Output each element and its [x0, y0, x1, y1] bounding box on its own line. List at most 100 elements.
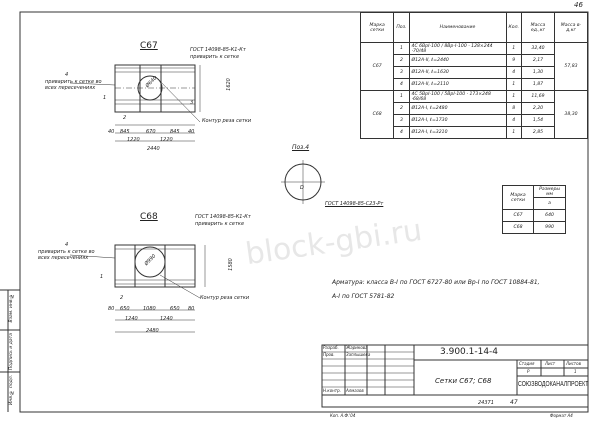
qty-cell: 9: [505, 54, 522, 67]
qty-cell: 8: [505, 102, 522, 115]
mark-cell: С67: [501, 209, 535, 222]
sheets-header: Листов: [566, 361, 581, 366]
name-cell: Ø12А-II, ℓ=1630: [408, 66, 507, 79]
role: Н.контр.: [323, 388, 341, 393]
signer: Жарикова: [346, 345, 368, 350]
header-mark: Марка сетки: [359, 12, 395, 43]
pos4-dia: D: [300, 185, 304, 191]
title-block: [321, 344, 589, 408]
side-stamp-replace: Взам. инв.№: [9, 293, 14, 323]
mass-cell: 32,40: [520, 42, 555, 55]
mesh-c68: [69, 244, 206, 333]
mark-cell: С68: [501, 221, 535, 234]
mass-cell: 1,30: [520, 66, 555, 79]
c67-dim: 670: [146, 129, 156, 135]
c68-title: С68: [140, 212, 158, 222]
c68-dim: 80: [188, 306, 195, 312]
sheet-frame: [19, 11, 589, 413]
sheet-header: Лист: [545, 361, 556, 366]
a-cell: 640: [533, 209, 566, 222]
document-code: 3.900.1-14-4: [440, 347, 499, 357]
mass-cell: 11,69: [520, 90, 555, 103]
total-cell: 38,30: [553, 90, 589, 139]
pos4-gost: ГОСТ 14098-85-С23-Рт: [325, 201, 384, 207]
c68-pos4-note1: приварить к сетке во: [38, 249, 95, 255]
c68-weld-note: приварить к сетке: [195, 221, 245, 227]
a-cell: 990: [533, 221, 566, 234]
c68-dim-height: 1580: [227, 258, 234, 271]
c67-pos4: 4: [65, 72, 69, 78]
c68-pos1: 1: [100, 274, 104, 280]
specification-table: Марка сетки Поз. Наименование Кол. Масса…: [359, 12, 589, 139]
side-stamp-inv: Инв.№ подл.: [9, 375, 14, 405]
inventory-number: 24371: [478, 400, 494, 406]
c67-dim: 1220: [127, 137, 140, 143]
c68-contour: Контур реза сетки: [200, 295, 250, 301]
pos-cell: 4: [393, 78, 410, 91]
c67-pos2: 2: [123, 115, 127, 121]
signer: Алмазов: [346, 388, 364, 393]
pos-cell: 4: [393, 126, 410, 139]
name-cell: 4С 5ВрI-100 / 5ВрI-100 · 173×248 ·68/68: [408, 90, 507, 103]
mesh-c67: [69, 64, 201, 142]
table-row: С67 1 4С 6ВрI-100 / 8Вр-I-100 · 128×244 ·7…: [359, 42, 589, 91]
reinforcement-note-1: Арматура: класса В-I по ГОСТ 6727-80 или…: [332, 279, 540, 286]
c67-contour: Контур реза сетки: [202, 118, 252, 124]
size-header-size: Размеры мм: [533, 185, 566, 198]
c68-dim-total: 2480: [146, 328, 159, 334]
c67-pos4-note2: всех пересечениях: [45, 85, 96, 91]
mass-cell: 1,87: [520, 78, 555, 91]
c67-dim-height: 1620: [225, 78, 232, 91]
c67-dim: 40: [188, 129, 195, 135]
c68-dim: 80: [108, 306, 115, 312]
name-cell: 4С 6ВрI-100 / 8Вр-I-100 · 128×244 ·70/48: [408, 42, 507, 55]
name-cell: Ø12А-II, ℓ=2110: [408, 78, 507, 91]
sheet-number: 47: [510, 399, 518, 406]
stage-header: Стадия: [519, 361, 535, 366]
stage-value: Р: [527, 369, 530, 374]
header-mass: Масса ед.,кг: [520, 12, 555, 43]
sheets-value: 1: [574, 369, 577, 374]
pos-cell: 2: [393, 102, 410, 115]
copied-by: Коп. А.Ф.'04: [330, 413, 356, 418]
c67-dim: 40: [108, 129, 115, 135]
c68-dim: 1080: [143, 306, 156, 312]
pos4-title: Поз.4: [292, 144, 310, 151]
header-pos: Поз.: [393, 12, 410, 43]
mass-cell: 2,85: [520, 126, 555, 139]
header-qty: Кол.: [505, 12, 522, 43]
name-cell: Ø12А-I, ℓ=3210: [408, 126, 507, 139]
qty-cell: 4: [505, 66, 522, 79]
document-title: Сетки С67; С68: [435, 377, 492, 385]
mark-cell: С67: [359, 42, 395, 91]
c68-dim: 650: [170, 306, 180, 312]
qty-cell: 1: [505, 78, 522, 91]
pos-cell: 1: [393, 90, 410, 103]
c67-dim: 845: [120, 129, 130, 135]
c68-dim: 1240: [160, 316, 173, 322]
c68-gost-note: ГОСТ 14098-85-К1-Кт: [195, 214, 251, 220]
pos-cell: 3: [393, 114, 410, 127]
c67-dim: 1220: [160, 137, 173, 143]
reinforcement-note-2: А-I по ГОСТ 5781-82: [332, 293, 395, 300]
c67-gost-note: ГОСТ 14098-85-К1-Кт: [190, 47, 246, 53]
mass-cell: 2,17: [520, 54, 555, 67]
size-header-mark: Марка сетки: [501, 185, 535, 210]
qty-cell: 1: [505, 126, 522, 139]
mass-cell: 1,54: [520, 114, 555, 127]
role: Разраб.: [323, 345, 339, 350]
side-stamp-sign: Подпись и дата: [9, 333, 14, 371]
c67-pos4-note1: приварить к сетке во: [45, 79, 102, 85]
signer: Заплышева: [346, 352, 371, 357]
c67-weld-note: приварить к сетке: [190, 54, 240, 60]
name-cell: Ø12А-I, ℓ=2480: [408, 102, 507, 115]
